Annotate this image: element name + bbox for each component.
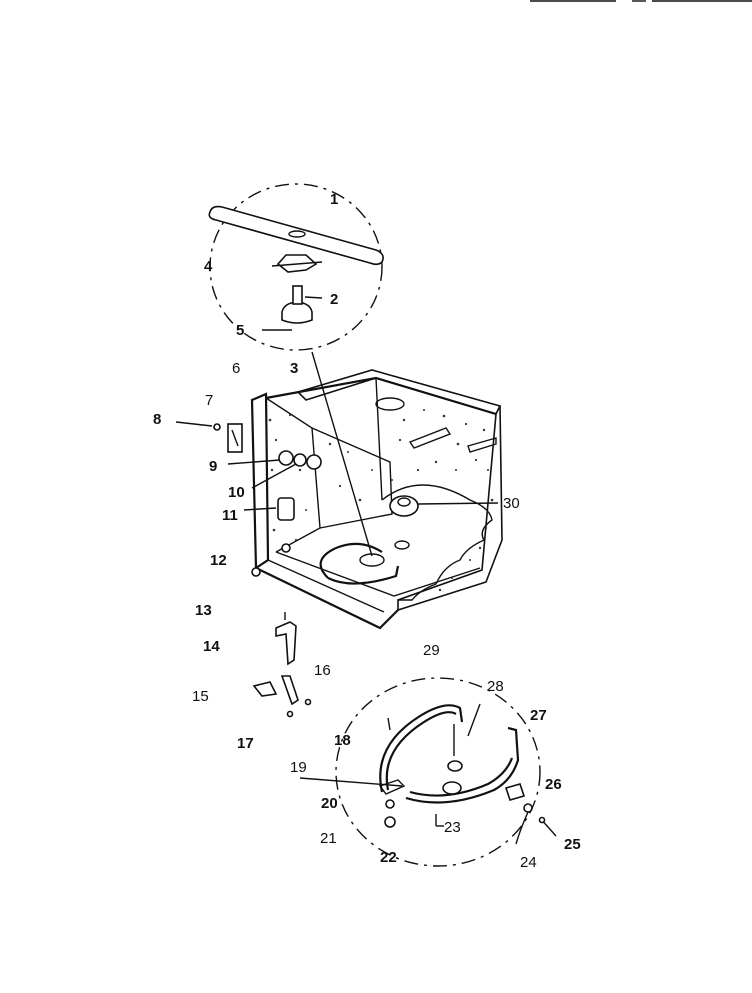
callout-25: 25 (564, 836, 581, 853)
lower-leaders (299, 777, 444, 827)
callout-2: 2 (330, 291, 338, 308)
callout-15: 15 (192, 688, 209, 705)
upper-detail-circle (209, 183, 383, 351)
callout-16: 16 (314, 662, 331, 679)
callout-9: 9 (209, 458, 217, 475)
callout-27: 27 (530, 707, 547, 724)
callout-10: 10 (228, 484, 245, 501)
callout-23: 23 (444, 819, 461, 836)
callout-29: 29 (423, 642, 440, 659)
callout-28: 28 (487, 678, 504, 695)
leader-3 (311, 351, 373, 557)
heating-element-loop (379, 704, 520, 804)
callout-30: 30 (503, 495, 520, 512)
callout-20: 20 (321, 795, 338, 812)
callout-12: 12 (210, 552, 227, 569)
door-latch-parts (175, 421, 322, 577)
dishwasher-tub (250, 369, 503, 630)
callout-26: 26 (545, 776, 562, 793)
callout-4: 4 (204, 258, 213, 275)
callout-labels: 1 2 3 4 5 6 7 8 9 10 11 12 13 14 15 16 1… (153, 191, 581, 871)
callout-11: 11 (222, 507, 238, 524)
callout-7: 7 (205, 392, 213, 409)
callout-14: 14 (203, 638, 220, 655)
callout-3: 3 (290, 360, 298, 377)
callout-5: 5 (236, 322, 244, 339)
callout-19: 19 (290, 759, 307, 776)
bracket-parts (252, 612, 312, 718)
spray-tube-nut (281, 285, 323, 324)
callout-22: 22 (380, 849, 397, 866)
callout-1: 1 (330, 191, 338, 208)
drain-assembly (442, 703, 481, 795)
callout-17: 17 (237, 735, 254, 752)
spray-arm-hub (271, 254, 323, 273)
lower-detail-circle (335, 677, 541, 867)
pump-assembly (389, 495, 499, 517)
callout-18: 18 (334, 732, 351, 749)
callout-13: 13 (195, 602, 212, 619)
callout-21: 21 (320, 830, 337, 847)
callout-8: 8 (153, 411, 161, 428)
upper-spray-arm (208, 205, 384, 266)
callout-24: 24 (520, 854, 537, 871)
callout-6: 6 (232, 360, 240, 377)
lower-fittings (384, 783, 557, 845)
